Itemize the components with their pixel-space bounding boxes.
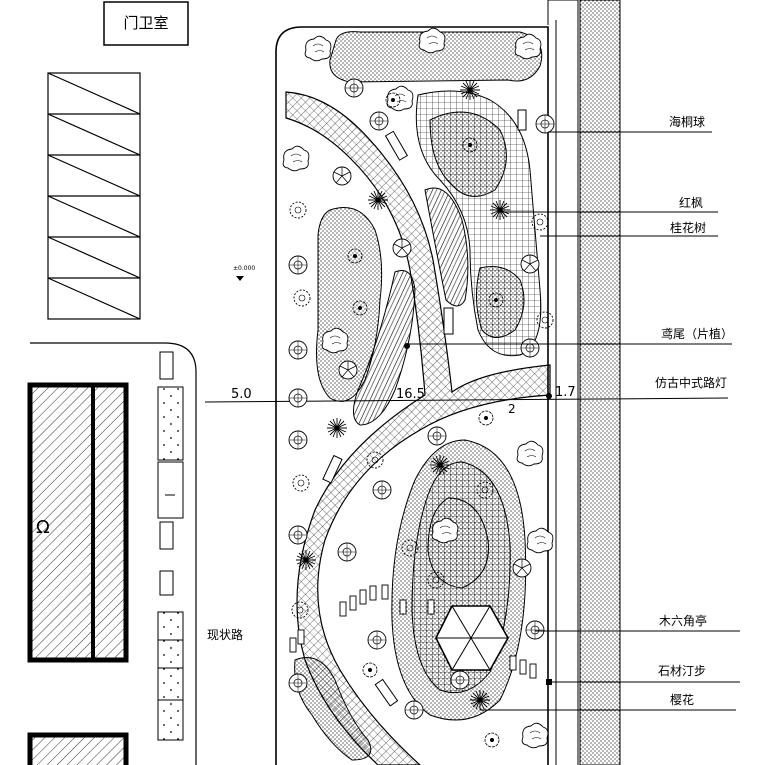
legend-lamp: 仿古中式路灯 [655, 375, 727, 390]
stepping-stones [289, 584, 537, 679]
legend-yuanwei: 鸢尾（片植） [661, 326, 733, 341]
legend-leaders [408, 131, 740, 711]
gate-house-label: 门卫室 [123, 14, 168, 32]
level-right: 1.7 [555, 385, 576, 400]
main-path [285, 91, 551, 765]
parking-stalls [47, 72, 141, 320]
legend-labels: 海桐球 红枫 桂花树 鸢尾（片植） 仿古中式路灯 木六角亭 石材汀步 樱花 [655, 114, 733, 707]
legend-hongfeng: 红枫 [679, 195, 703, 210]
flower-bed-right-lower [476, 266, 525, 338]
lower-hedge [294, 657, 372, 761]
elevation-text: ±0.000 [233, 265, 255, 272]
slope-mark: 2 [508, 402, 516, 416]
level-left: 5.0 [231, 387, 252, 402]
benches [322, 109, 527, 707]
legend-pavilion: 木六角亭 [659, 613, 707, 628]
level-mid: 16.5 [396, 387, 425, 402]
top-hedge [329, 31, 543, 83]
legend-guihua: 桂花树 [670, 220, 706, 235]
sidewalk [579, 0, 621, 765]
building-mark: Ω [36, 517, 50, 538]
legend-stepping: 石材汀步 [658, 664, 706, 678]
road-planters [157, 351, 184, 741]
gate-house: 门卫室 [103, 1, 189, 46]
legend-sakura: 樱花 [670, 692, 694, 707]
existing-building: Ω [27, 382, 129, 663]
flower-bed-right-inner [429, 111, 507, 197]
site-boundary [275, 0, 579, 765]
existing-building-lower [27, 732, 129, 765]
iris-band-2 [424, 187, 469, 307]
elevation-marker: ±0.000 [233, 265, 255, 281]
hexagonal-pavilion [435, 605, 509, 671]
legend-haitong: 海桐球 [669, 114, 705, 129]
road-label: 现状路 [207, 627, 243, 642]
iris-band-1 [353, 270, 416, 426]
road-edge [30, 342, 197, 765]
